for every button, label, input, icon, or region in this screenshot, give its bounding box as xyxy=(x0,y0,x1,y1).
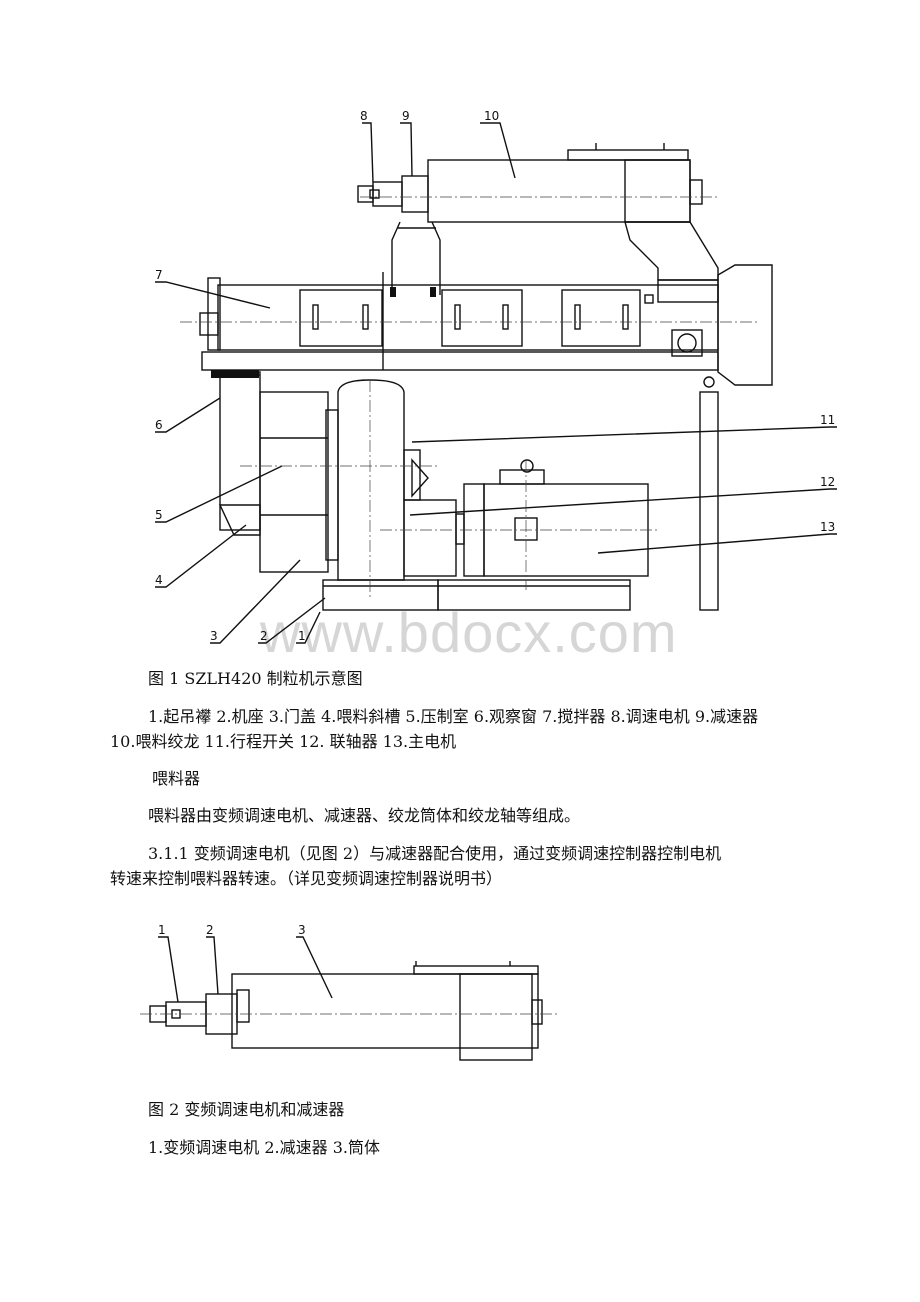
fig2-callout-2: 2 xyxy=(206,923,214,937)
figure-1-callouts: 1 2 3 4 5 6 7 8 9 10 11 12 13 xyxy=(155,109,835,643)
callout-10: 10 xyxy=(484,109,499,123)
figure-2-caption: 图 2 变频调速电机和减速器 xyxy=(148,1100,345,1119)
fig2-callout-3: 3 xyxy=(298,923,306,937)
callout-7: 7 xyxy=(155,268,163,282)
section-heading: 喂料器 xyxy=(152,769,201,788)
callout-8: 8 xyxy=(360,109,368,123)
section-para-line2: 转速来控制喂料器转速。（详见变频调速控制器说明书） xyxy=(110,869,503,888)
callout-5: 5 xyxy=(155,508,163,522)
callout-3: 3 xyxy=(210,629,218,643)
callout-6: 6 xyxy=(155,418,163,432)
callout-13: 13 xyxy=(820,520,835,534)
figure-1-legend-line2: 10.喂料绞龙 11.行程开关 12. 联轴器 13.主电机 xyxy=(110,732,457,751)
section-para-line1: 3.1.1 变频调速电机（见图 2）与减速器配合使用，通过变频调速控制器控制电机 xyxy=(148,844,722,863)
callout-11: 11 xyxy=(820,413,835,427)
section-intro: 喂料器由变频调速电机、减速器、绞龙筒体和绞龙轴等组成。 xyxy=(148,806,581,825)
figure-1-drawing xyxy=(155,122,837,644)
figure-1-caption: 图 1 SZLH420 制粒机示意图 xyxy=(148,669,363,688)
callout-12: 12 xyxy=(820,475,835,489)
callout-1: 1 xyxy=(298,629,306,643)
callout-9: 9 xyxy=(402,109,410,123)
figure-1-legend-line1: 1.起吊襻 2.机座 3.门盖 4.喂料斜槽 5.压制室 6.观察窗 7.搅拌器… xyxy=(148,707,759,726)
watermark: www.bdocx.com xyxy=(260,601,678,664)
fig2-callout-1: 1 xyxy=(158,923,166,937)
callout-4: 4 xyxy=(155,573,163,587)
figure-2-legend: 1.变频调速电机 2.减速器 3.筒体 xyxy=(148,1138,380,1157)
callout-2: 2 xyxy=(260,629,268,643)
